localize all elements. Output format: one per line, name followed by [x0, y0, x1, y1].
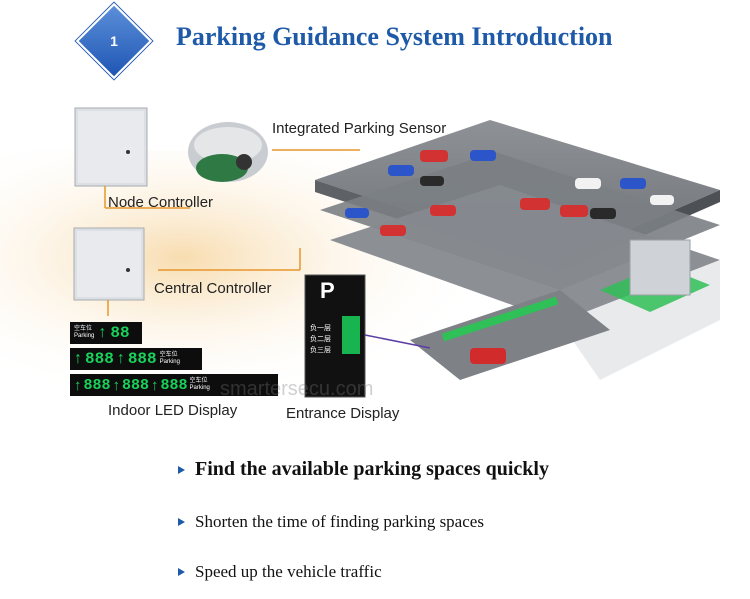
arrow-up-icon: ↑: [116, 350, 125, 367]
led-tag-top: 空车位: [74, 326, 93, 332]
led-digits: 88: [110, 324, 130, 342]
led-tag-bottom: Parking: [74, 333, 95, 339]
triangle-bullet-icon: [178, 518, 185, 526]
led-digits: 888: [127, 350, 157, 368]
page-title: Parking Guidance System Introduction: [176, 22, 613, 51]
central-controller-box: [73, 227, 301, 316]
feature-list: Find the available parking spaces quickl…: [0, 440, 750, 599]
feature-text: Shorten the time of finding parking spac…: [195, 512, 484, 531]
arrow-up-icon: ↑: [151, 376, 159, 394]
led-digits: 888: [160, 376, 188, 394]
led-tag-bottom: Parking: [159, 359, 180, 365]
arrow-up-icon: ↑: [74, 350, 82, 367]
led-digits: 888: [83, 376, 111, 394]
feature-item: Shorten the time of finding parking spac…: [178, 512, 484, 532]
entrance-display-label: Entrance Display: [286, 405, 400, 422]
feature-text: Find the available parking spaces quickl…: [195, 458, 549, 480]
node-controller-box: [74, 107, 190, 209]
feature-item: Speed up the vehicle traffic: [178, 562, 382, 582]
step-number: 1: [110, 33, 118, 49]
led-digits: 888: [85, 350, 114, 368]
led-tag-top: 空车位: [189, 378, 208, 384]
parking-structure: [315, 120, 720, 380]
entrance-letter: P: [320, 278, 335, 303]
header: 1 Parking Guidance System Introduction: [0, 0, 750, 80]
arrow-up-icon: ↑: [98, 324, 107, 341]
sensor-label: Integrated Parking Sensor: [272, 120, 447, 137]
indoor-led-label: Indoor LED Display: [108, 402, 238, 419]
sensor-device: [188, 122, 360, 182]
triangle-bullet-icon: [178, 568, 185, 576]
led-tag-top: 空车位: [159, 352, 178, 358]
feature-text: Speed up the vehicle traffic: [195, 562, 382, 581]
triangle-bullet-icon: [178, 465, 185, 474]
entrance-row-3: 负三层: [310, 345, 331, 354]
entrance-row-1: 负一层: [310, 323, 331, 332]
led-tag-bottom: Parking: [189, 385, 210, 391]
arrow-up-icon: ↑: [112, 376, 121, 394]
entrance-display-sign: P 负一层 负二层 负三层: [304, 274, 431, 398]
watermark: smartersecu.com: [220, 378, 374, 400]
entrance-row-2: 负二层: [310, 334, 331, 343]
node-controller-label: Node Controller: [108, 194, 214, 211]
arrow-up-icon: ↑: [74, 376, 82, 394]
feature-item: Find the available parking spaces quickl…: [178, 458, 549, 481]
central-controller-label: Central Controller: [154, 280, 272, 297]
led-digits: 888: [122, 376, 150, 394]
